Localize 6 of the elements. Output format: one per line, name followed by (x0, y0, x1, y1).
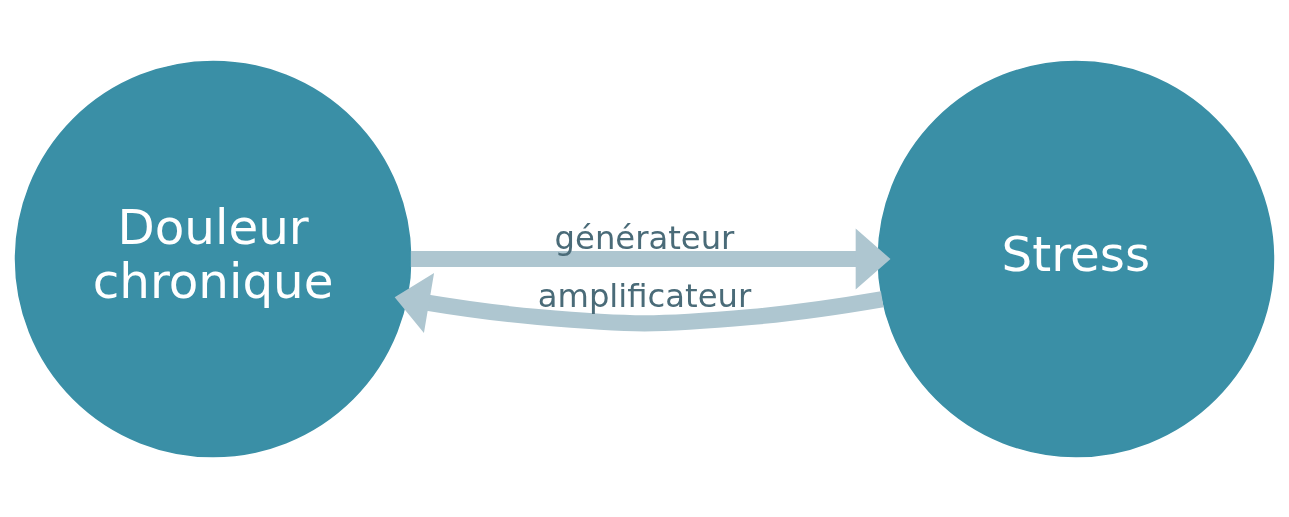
arrow (394, 272, 884, 333)
edge-label: amplificateur (537, 276, 752, 315)
node-circle: Douleur chronique (14, 60, 412, 457)
node-circle: Stress (877, 60, 1275, 457)
edge-label: générateur (554, 218, 735, 257)
arrow (410, 228, 891, 289)
